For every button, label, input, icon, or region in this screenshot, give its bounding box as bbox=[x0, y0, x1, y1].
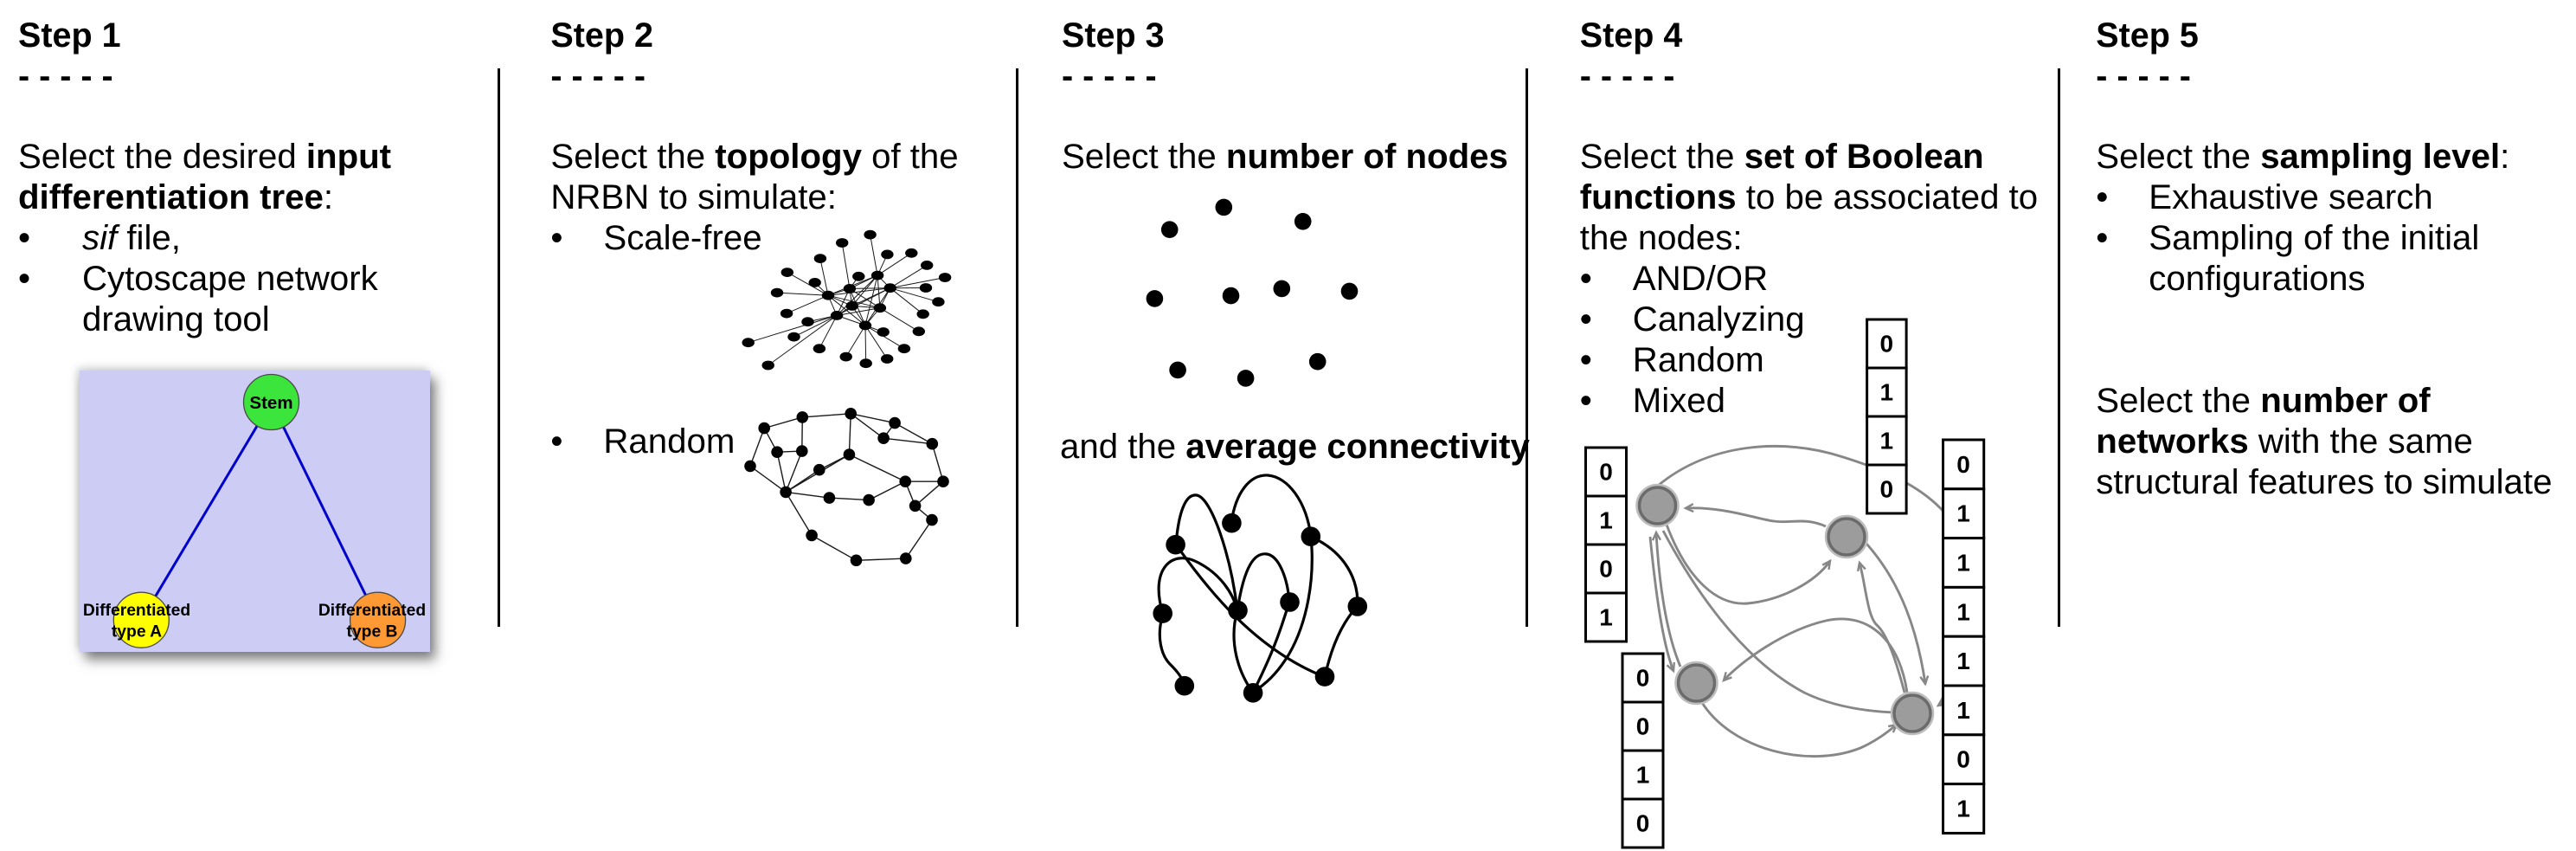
svg-text:1: 1 bbox=[1956, 598, 1970, 625]
svg-text:0: 0 bbox=[1599, 556, 1613, 583]
svg-text:1: 1 bbox=[1880, 379, 1894, 406]
svg-text:Stem: Stem bbox=[249, 393, 292, 413]
svg-text:1: 1 bbox=[1956, 500, 1970, 527]
svg-text:1: 1 bbox=[1599, 604, 1613, 631]
svg-text:Differentiated: Differentiated bbox=[83, 602, 190, 620]
svg-text:0: 0 bbox=[1636, 713, 1650, 740]
svg-text:0: 0 bbox=[1880, 331, 1894, 358]
svg-text:1: 1 bbox=[1956, 648, 1970, 674]
svg-text:0: 0 bbox=[1956, 451, 1970, 478]
svg-text:0: 0 bbox=[1636, 665, 1650, 692]
svg-text:1: 1 bbox=[1636, 762, 1650, 789]
svg-text:1: 1 bbox=[1880, 428, 1894, 455]
svg-text:type A: type A bbox=[112, 623, 162, 641]
svg-text:1: 1 bbox=[1599, 507, 1613, 534]
svg-text:0: 0 bbox=[1880, 476, 1894, 503]
svg-text:Differentiated: Differentiated bbox=[318, 602, 426, 620]
svg-text:1: 1 bbox=[1956, 796, 1970, 822]
svg-text:1: 1 bbox=[1956, 550, 1970, 577]
svg-text:type B: type B bbox=[347, 623, 398, 641]
svg-text:1: 1 bbox=[1956, 697, 1970, 724]
svg-text:0: 0 bbox=[1636, 810, 1650, 837]
svg-text:0: 0 bbox=[1956, 746, 1970, 773]
svg-text:0: 0 bbox=[1599, 459, 1613, 486]
